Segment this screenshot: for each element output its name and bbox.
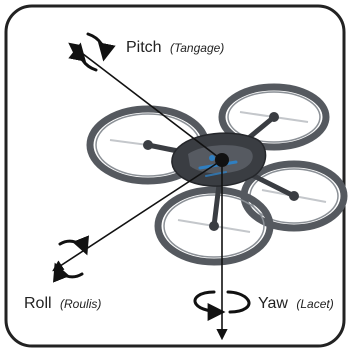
pitch-rotation-icon [68, 32, 116, 72]
roll-label-text: Roll [24, 295, 52, 312]
roll-label: Roll (Roulis) [24, 295, 101, 312]
yaw-translation: (Lacet) [296, 297, 333, 311]
yaw-label-text: Yaw [258, 295, 288, 312]
pitch-axis-arrow [68, 42, 223, 161]
pitch-translation: (Tangage) [170, 41, 224, 55]
roll-rotation-icon [53, 235, 89, 283]
yaw-rotation-icon [193, 290, 251, 321]
rotor-back-right [218, 83, 330, 151]
roll-translation: (Roulis) [60, 297, 101, 311]
center-of-mass-dot [215, 153, 229, 167]
yaw-label: Yaw (Lacet) [258, 295, 334, 312]
pitch-label-text: Pitch [126, 39, 162, 56]
drone-illustration [86, 83, 348, 266]
pitch-label: Pitch (Tangage) [126, 39, 224, 56]
